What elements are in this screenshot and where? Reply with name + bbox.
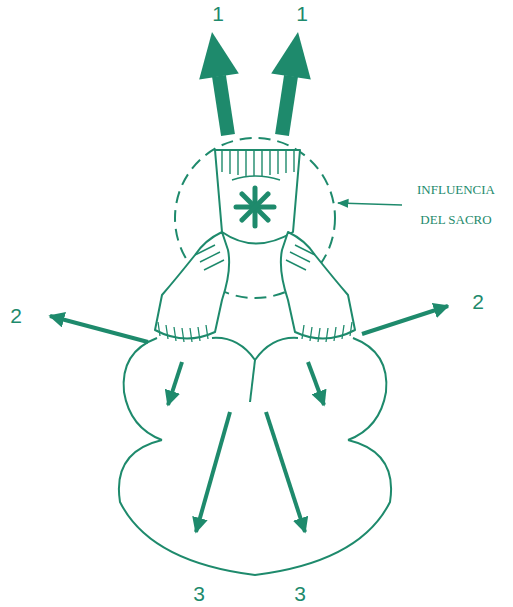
right-lobe — [348, 338, 386, 440]
asterisk-symbol — [236, 188, 274, 226]
callout-number: 1 — [212, 2, 224, 26]
lower-body — [119, 440, 391, 575]
upward-arrows — [199, 32, 311, 135]
left-lobe — [124, 338, 162, 440]
callout-number: 2 — [472, 290, 484, 314]
callout-number: 3 — [294, 582, 306, 606]
sacrum — [215, 150, 300, 244]
annotation-text: INFLUENCIA DEL SACRO — [406, 175, 506, 235]
callout-number: 2 — [10, 304, 22, 328]
callout-number: 3 — [193, 582, 205, 606]
right-ilium — [281, 232, 355, 339]
callout-number: 1 — [296, 2, 308, 26]
force-arrows — [50, 306, 448, 532]
leader-arrow — [338, 203, 402, 205]
left-ilium — [155, 232, 229, 339]
